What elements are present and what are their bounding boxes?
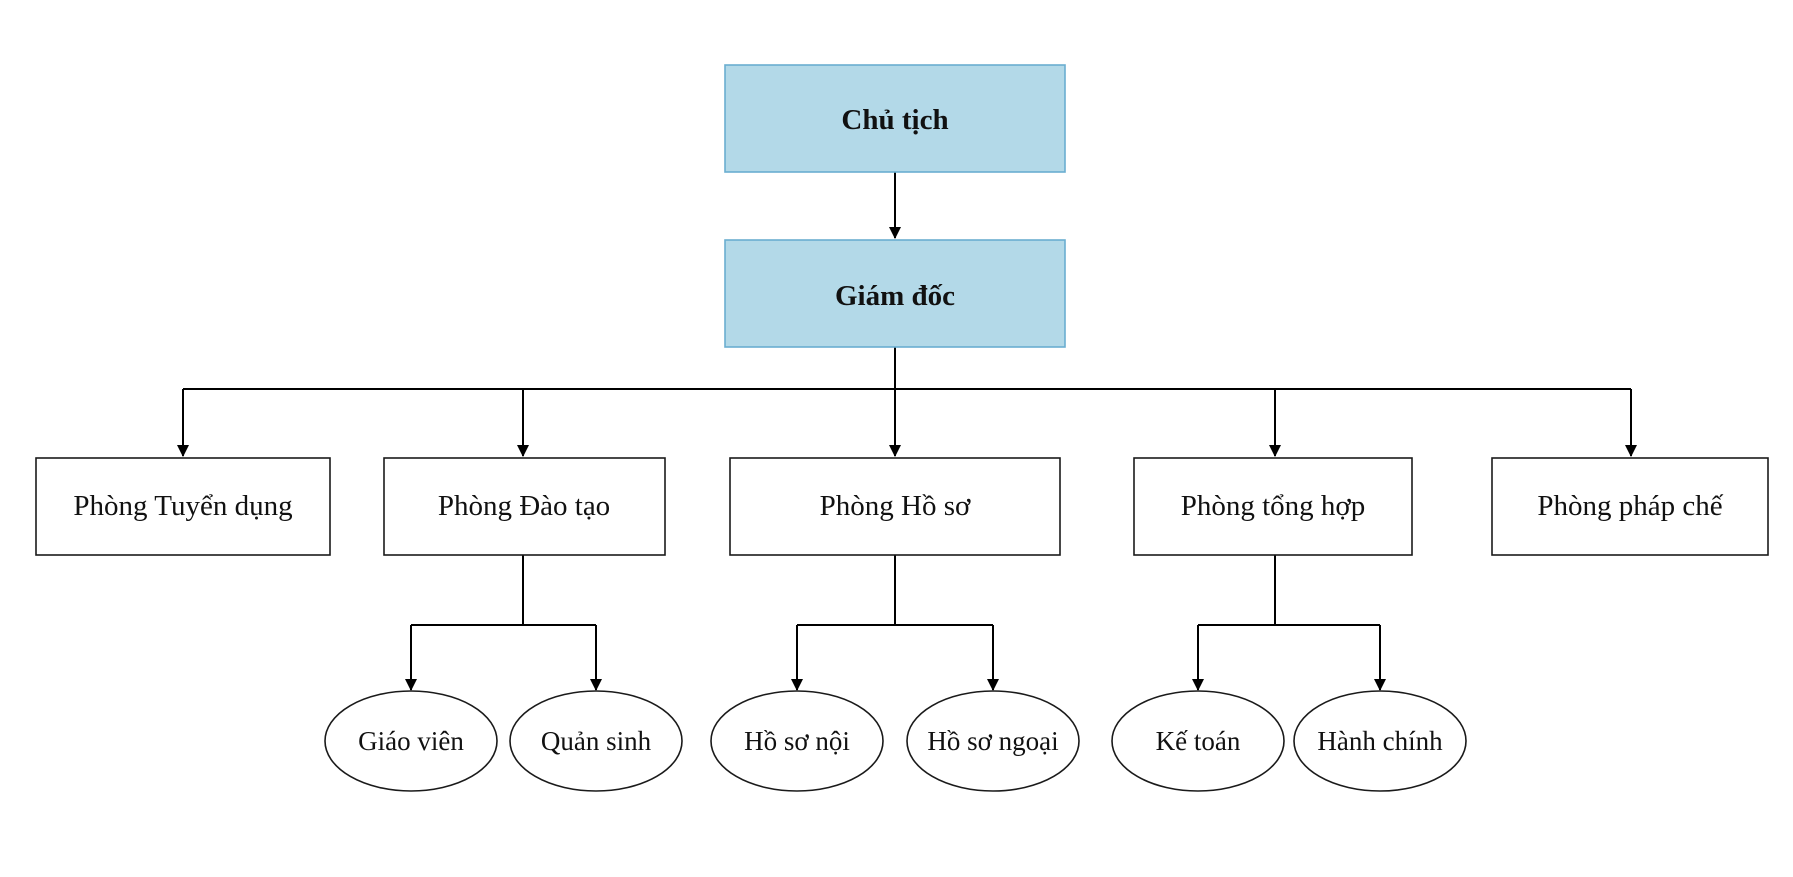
supervisor-ellipse (509, 690, 683, 792)
teacher-ellipse (324, 690, 498, 792)
director-label: Giám đốc (835, 280, 955, 312)
recruitment-dept-box (35, 457, 331, 556)
node-internal-records: Hồ sơ nội (710, 690, 884, 792)
training-dept-label: Phòng Đào tạo (438, 490, 610, 522)
external-records-label: Hồ sơ ngoại (927, 726, 1058, 756)
legal-dept-label: Phòng pháp chế (1537, 490, 1723, 522)
administration-label: Hành chính (1317, 726, 1443, 756)
node-legal-dept: Phòng pháp chế (1491, 457, 1769, 556)
chairman-label: Chủ tịch (841, 104, 948, 136)
general-dept-label: Phòng tổng hợp (1181, 490, 1366, 522)
training-dept-box (383, 457, 666, 556)
node-recruitment-dept: Phòng Tuyển dụng (35, 457, 331, 556)
records-dept-box (729, 457, 1061, 556)
node-chairman: Chủ tịch (724, 64, 1066, 173)
supervisor-label: Quản sinh (541, 726, 652, 756)
node-supervisor: Quản sinh (509, 690, 683, 792)
node-records-dept: Phòng Hồ sơ (729, 457, 1061, 556)
chairman-box (724, 64, 1066, 173)
node-accounting: Kế toán (1111, 690, 1285, 792)
external-records-ellipse (906, 690, 1080, 792)
accounting-ellipse (1111, 690, 1285, 792)
records-dept-label: Phòng Hồ sơ (820, 490, 971, 522)
node-director: Giám đốc (724, 239, 1066, 348)
teacher-label: Giáo viên (358, 726, 464, 756)
general-dept-box (1133, 457, 1413, 556)
administration-ellipse (1293, 690, 1467, 792)
node-teacher: Giáo viên (324, 690, 498, 792)
node-external-records: Hồ sơ ngoại (906, 690, 1080, 792)
internal-records-ellipse (710, 690, 884, 792)
node-training-dept: Phòng Đào tạo (383, 457, 666, 556)
internal-records-label: Hồ sơ nội (744, 726, 850, 756)
accounting-label: Kế toán (1156, 726, 1241, 756)
node-administration: Hành chính (1293, 690, 1467, 792)
legal-dept-box (1491, 457, 1769, 556)
recruitment-dept-label: Phòng Tuyển dụng (73, 490, 292, 522)
node-general-dept: Phòng tổng hợp (1133, 457, 1413, 556)
director-box (724, 239, 1066, 348)
connectors (177, 172, 1637, 691)
